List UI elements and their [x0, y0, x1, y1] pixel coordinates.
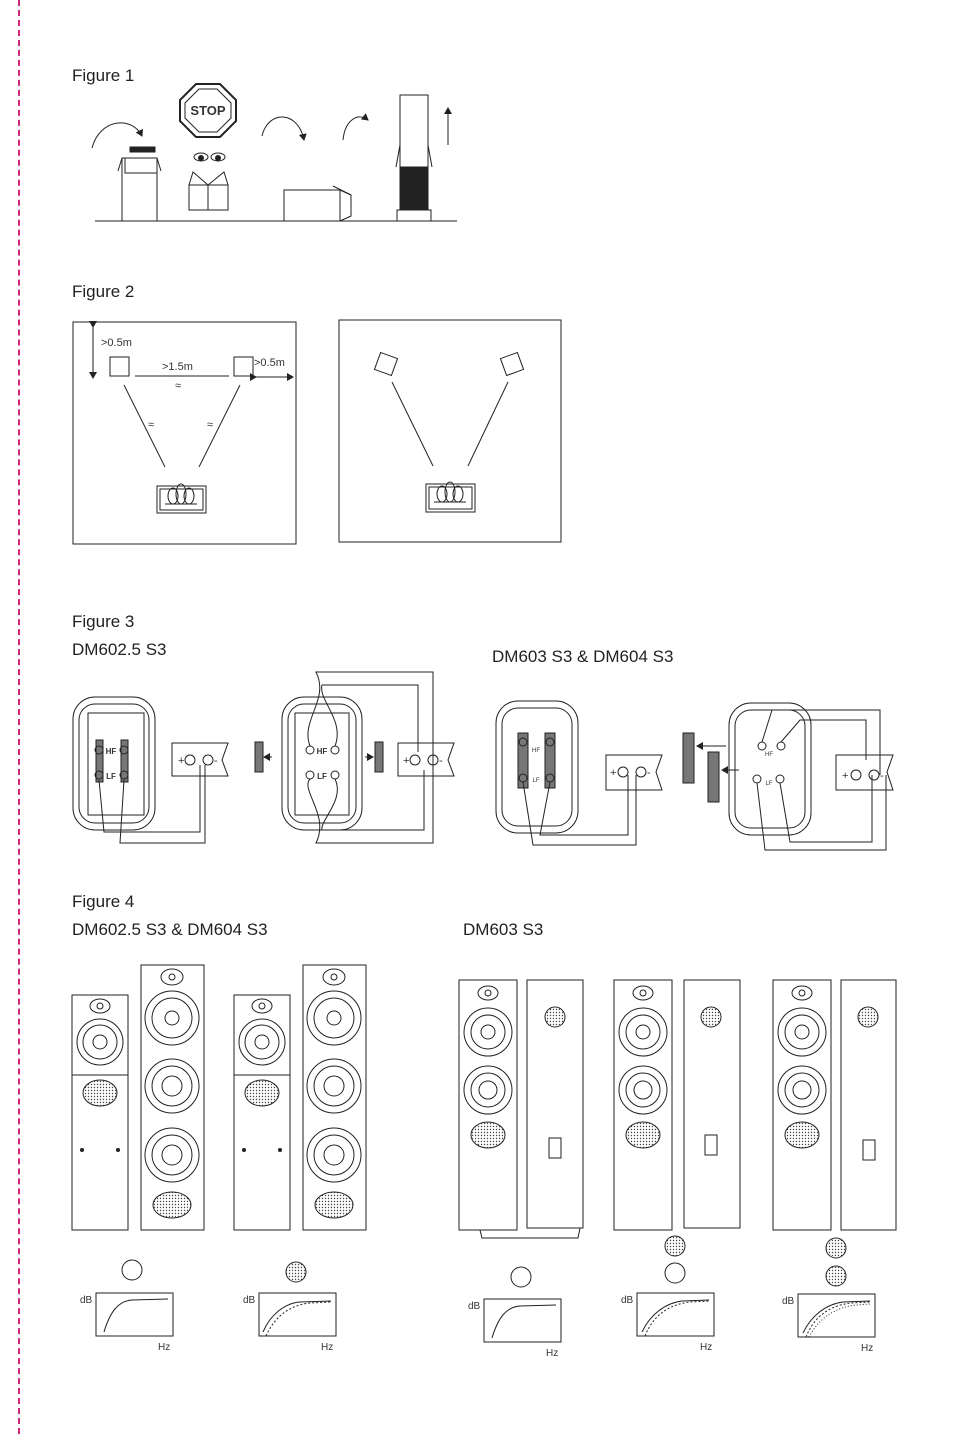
amp-plus-4: + — [842, 770, 848, 782]
bung-in-3b — [825, 1265, 847, 1287]
graph5-x-label: Hz — [861, 1343, 873, 1354]
approx-mark-left: ≈ — [148, 419, 154, 431]
graph4-x-label: Hz — [700, 1342, 712, 1353]
fig3-dm6025-bi-wire — [254, 671, 455, 844]
response-graph-5 — [797, 1293, 876, 1338]
fig4-dm603-pair-2 — [613, 979, 741, 1231]
figure1-caption: Figure 1 — [72, 66, 135, 85]
figure2-caption: Figure 2 — [72, 282, 135, 301]
bung-in-1 — [285, 1261, 307, 1283]
dist-between-label: >1.5m — [162, 361, 193, 373]
figure4-caption: Figure 4 — [72, 892, 135, 911]
amp-plus-1: + — [178, 755, 184, 767]
approx-mark-right: ≈ — [207, 419, 213, 431]
bung-open-2b — [664, 1262, 686, 1284]
amp-minus-3: - — [647, 767, 651, 779]
lf-label-3: LF — [532, 778, 539, 784]
response-graph-2 — [258, 1292, 337, 1337]
bung-open-1 — [121, 1259, 143, 1281]
hf-label-2: HF — [317, 747, 328, 756]
bung-in-2a — [664, 1235, 686, 1257]
hf-label-4: HF — [765, 752, 773, 758]
graph1-y-label: dB — [80, 1295, 93, 1306]
figure4-model-a: DM602.5 S3 & DM604 S3 — [72, 920, 268, 939]
hf-label-3: HF — [532, 748, 540, 754]
amp-minus-1: - — [214, 755, 218, 767]
fig4-dm6025-front — [71, 994, 129, 1231]
lf-label-4: LF — [765, 781, 772, 787]
fig3-dm6025-single-wire — [72, 696, 229, 844]
bung-in-3a — [825, 1237, 847, 1259]
graph2-x-label: Hz — [321, 1342, 333, 1353]
lf-label-2: LF — [317, 772, 327, 781]
graph3-x-label: Hz — [546, 1348, 558, 1359]
figure1-unpacking-diagram: STOP — [91, 83, 457, 222]
figure2-placement-right — [338, 319, 562, 543]
graph3-y-label: dB — [468, 1301, 481, 1312]
response-graph-4 — [636, 1292, 715, 1337]
fig4-dm603-pair-3 — [772, 979, 897, 1231]
figure2-placement-left — [72, 321, 297, 545]
amp-plus-3: + — [610, 767, 616, 779]
figure3-model-b: DM603 S3 & DM604 S3 — [492, 647, 674, 666]
fig4-dm6025-front-b — [233, 994, 291, 1231]
fig4-dm604-front-b — [302, 964, 367, 1231]
figure3-model-a: DM602.5 S3 — [72, 640, 167, 659]
figure3-caption: Figure 3 — [72, 612, 135, 631]
fig3-dm603-bi-wire — [682, 702, 894, 851]
fig4-dm604-front — [140, 964, 205, 1231]
bung-open-2 — [510, 1266, 532, 1288]
lf-label-1: LF — [106, 772, 116, 781]
graph4-y-label: dB — [621, 1295, 634, 1306]
graph5-y-label: dB — [782, 1296, 795, 1307]
approx-mark-top: ≈ — [175, 380, 181, 392]
response-graph-1 — [95, 1292, 174, 1337]
stop-text: STOP — [190, 103, 225, 118]
fig3-dm603-single-wire — [495, 700, 663, 846]
fig4-dm603-pair-1 — [458, 979, 584, 1239]
amp-minus-2: - — [439, 755, 443, 767]
amp-plus-2: + — [403, 755, 409, 767]
graph1-x-label: Hz — [158, 1342, 170, 1353]
cut-line — [18, 0, 20, 1434]
figure4-model-b: DM603 S3 — [463, 920, 544, 939]
response-graph-3 — [483, 1298, 562, 1343]
hf-label-1: HF — [106, 747, 117, 756]
dist-wall-label: >0.5m — [101, 337, 132, 349]
dist-side-label: >0.5m — [254, 357, 285, 369]
amp-minus-4: - — [880, 770, 884, 782]
graph2-y-label: dB — [243, 1295, 256, 1306]
